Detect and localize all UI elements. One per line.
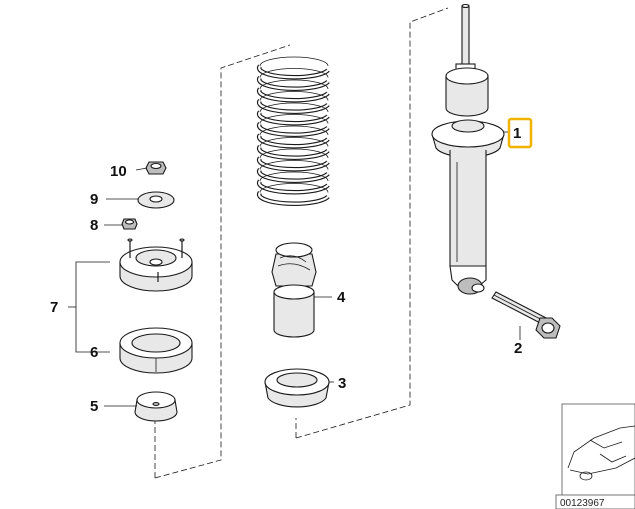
spring-coil-highlight (258, 122, 329, 136)
callout-8[interactable]: 8 (90, 217, 98, 234)
spring-coil-back (259, 160, 329, 170)
spring-coil-back (259, 137, 329, 147)
spring-coil-back (259, 79, 329, 90)
leader-lines (68, 131, 521, 407)
spring-coil-highlight (258, 191, 329, 205)
spring-coil-highlight (258, 145, 329, 159)
part-6-ring[interactable] (119, 327, 193, 374)
spring-coil-highlight (258, 157, 329, 171)
spring-coil-highlight (258, 134, 329, 148)
spring-coil-back (259, 102, 329, 113)
part-1-shock-absorber[interactable] (431, 3, 505, 295)
spring-coil-back (259, 68, 329, 78)
spring-coil-back (259, 171, 329, 182)
callout-6[interactable]: 6 (90, 344, 98, 361)
spring-coil-back (259, 91, 329, 101)
coil-spring[interactable] (256, 56, 330, 206)
catalog-id-label: 00123967 (560, 498, 605, 509)
callout-1[interactable]: 1 (513, 125, 521, 142)
spring-coil-back (259, 114, 329, 124)
part-9-washer[interactable] (137, 191, 175, 209)
part-3-spring-seat[interactable] (264, 368, 330, 408)
callout-4[interactable]: 4 (337, 289, 346, 306)
callout-3[interactable]: 3 (338, 375, 346, 392)
callout-1-highlight-box[interactable] (507, 117, 533, 149)
spring-coil-highlight (258, 180, 329, 194)
spring-coil-back (259, 183, 329, 193)
callout-9[interactable]: 9 (90, 191, 98, 208)
spring-coil-highlight (258, 76, 329, 90)
part-7-upper-mount[interactable] (119, 238, 193, 292)
part-2-bolt[interactable] (491, 291, 561, 339)
spring-coil-highlight (258, 99, 329, 113)
spring-coil-highlight (258, 65, 329, 79)
spring-coil-back (259, 148, 329, 159)
assembly-frame-lines (154, 7, 449, 479)
car-location-thumbnail: 00123967 (555, 403, 635, 509)
spring-coil-highlight (258, 168, 329, 182)
spring-coil-highlight (258, 88, 329, 102)
part-8-nut[interactable] (121, 218, 138, 230)
spring-coil-back (259, 56, 329, 67)
part-5-cap[interactable] (134, 391, 178, 422)
spring-coil-highlight (258, 111, 329, 125)
part-10-nut[interactable] (145, 161, 167, 175)
spring-coil-back (259, 125, 329, 136)
callout-7[interactable]: 7 (50, 299, 58, 316)
callout-5[interactable]: 5 (90, 398, 98, 415)
callout-2[interactable]: 2 (514, 340, 522, 357)
callout-labels: 1 2 3 4 5 6 7 8 9 10 (50, 117, 533, 415)
callout-10[interactable]: 10 (110, 163, 127, 180)
part-4-bump-stop[interactable] (271, 242, 317, 338)
